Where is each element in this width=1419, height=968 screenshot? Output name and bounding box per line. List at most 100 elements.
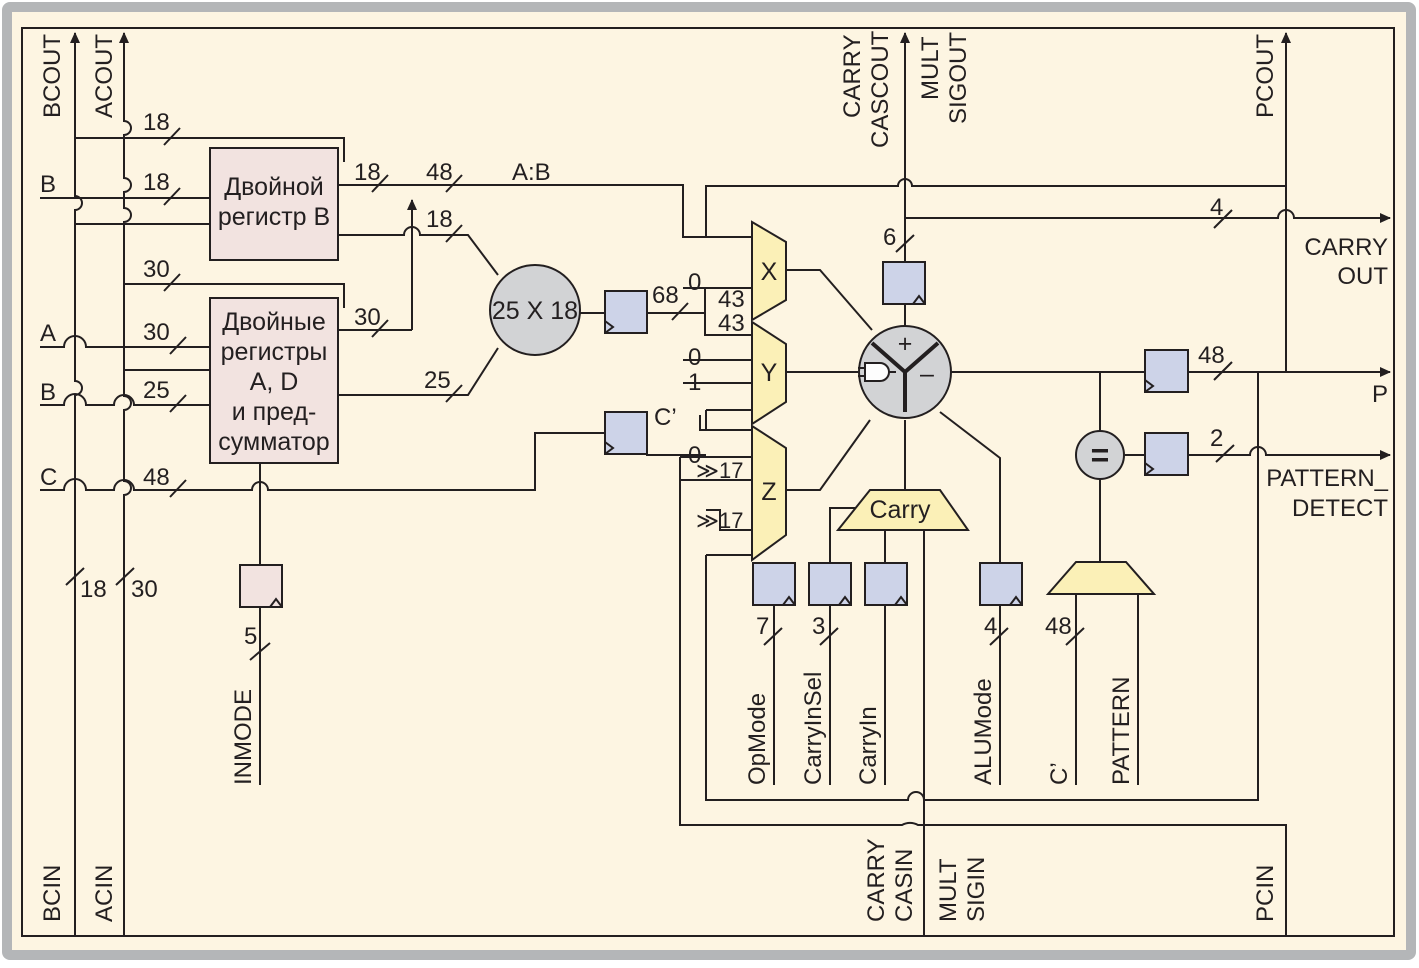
bcout-label: BCOUT <box>39 34 66 118</box>
acout-label: ACOUT <box>91 34 118 118</box>
pattern-detect-label-1: PATTERN_ <box>1266 465 1388 492</box>
multsigin-label-1: MULT <box>935 858 962 922</box>
reg-b-line1: Двойной <box>224 173 323 201</box>
carryinsel-label: CarryInSel <box>800 672 827 785</box>
register-b: Двойной регистр B <box>209 147 339 261</box>
p-output-label: P <box>1372 381 1388 408</box>
register-carryinsel <box>808 562 852 606</box>
input-b2-label: B <box>40 379 56 406</box>
bcin-label: BCIN <box>39 865 66 922</box>
bus-width-slashes <box>65 127 1235 661</box>
carrycascout-label-1: CARRY <box>839 34 866 118</box>
width-regb-mul: 18 <box>426 206 453 233</box>
multsigout-label-2: SIGOUT <box>945 32 972 124</box>
width-bcin: 18 <box>80 576 107 603</box>
carrycasin-label-1: CARRY <box>863 838 890 922</box>
alumode-label: ALUMode <box>970 678 997 785</box>
width-opmode: 7 <box>756 613 769 640</box>
wires <box>40 32 1391 935</box>
carrycasin-label-2: CASIN <box>891 849 918 922</box>
z-shift-2: ≫17 <box>696 508 744 533</box>
width-cprime-pattern: 48 <box>1045 613 1072 640</box>
reg-ad-line2: регистры <box>221 338 328 366</box>
width-acout: 30 <box>143 256 170 283</box>
ab-label: A:B <box>512 159 551 186</box>
cprime-input-label: C’ <box>1046 762 1073 785</box>
width-b2: 25 <box>143 377 170 404</box>
inmode-label: INMODE <box>230 689 257 785</box>
width-pattern-detect: 2 <box>1210 425 1223 452</box>
and-gate-icon <box>858 362 896 382</box>
x-in-0: 0 <box>688 269 701 296</box>
width-c: 48 <box>143 464 170 491</box>
reg-b-line2: регистр B <box>218 203 330 231</box>
input-c-label: C <box>40 464 57 491</box>
cprime-label: C’ <box>654 404 677 431</box>
pattern-equal-label: = <box>1091 437 1110 473</box>
carryin-label: CarryIn <box>855 706 882 785</box>
width-acin: 30 <box>131 576 158 603</box>
width-b: 18 <box>143 169 170 196</box>
y-in-1: 1 <box>688 369 701 396</box>
register-m <box>604 290 648 334</box>
width-p: 48 <box>1198 342 1225 369</box>
opmode-label: OpMode <box>744 693 771 785</box>
reg-ad-line3: A, D <box>250 368 299 396</box>
width-regb-out: 18 <box>354 159 381 186</box>
port-labels: BCOUT ACOUT CARRY CASCOUT MULT SIGOUT PC… <box>39 30 1389 922</box>
multsigout-label-1: MULT <box>917 36 944 100</box>
reg-ad-line5: сумматор <box>218 428 329 456</box>
multsigin-label-2: SIGIN <box>963 857 990 922</box>
mux-y-label: Y <box>761 359 778 387</box>
carry-mux-label: Carry <box>869 496 931 524</box>
alu: + – <box>858 325 952 419</box>
x-in-43b: 43 <box>718 310 745 337</box>
carryout-label-1: CARRY <box>1304 234 1388 261</box>
register-pattern-detect <box>1144 432 1189 476</box>
multiplier: 25 X 18 <box>489 264 581 356</box>
bus-width-labels: 18 18 18 48 A:B 18 30 30 30 25 25 48 68 … <box>80 109 1225 650</box>
pattern-input-label: PATTERN <box>1108 677 1135 785</box>
mux-x: X <box>751 220 787 322</box>
carry-mux: Carry <box>835 489 970 531</box>
slice-border <box>21 27 1395 937</box>
mux-z: Z <box>751 424 787 562</box>
register-carrycasc <box>882 261 926 305</box>
pattern-detect-label-2: DETECT <box>1292 495 1388 522</box>
z-shift-1: ≫17 <box>696 458 744 483</box>
width-mul-68: 68 <box>652 282 679 309</box>
width-carryout: 4 <box>1210 194 1223 221</box>
input-a-label: A <box>40 320 56 347</box>
alu-plus: + <box>898 330 913 358</box>
input-b-label: B <box>40 171 56 198</box>
z-in-0: 0 <box>688 442 701 469</box>
width-bcout: 18 <box>143 109 170 136</box>
register-inmode <box>239 564 283 608</box>
width-rega-out: 30 <box>354 304 381 331</box>
width-mul-25: 25 <box>424 367 451 394</box>
reg-ad-line4: и пред- <box>232 398 317 426</box>
width-carrycasc: 6 <box>883 224 896 251</box>
y-in-0: 0 <box>688 344 701 371</box>
acin-label: ACIN <box>91 865 118 922</box>
pattern-comparator: = <box>1075 430 1125 480</box>
register-opmode <box>752 562 796 606</box>
pattern-mux <box>1045 561 1157 595</box>
register-alumode <box>979 562 1023 606</box>
width-alumode: 4 <box>984 613 997 640</box>
register-ad-preadder: Двойные регистры A, D и пред- сумматор <box>209 297 339 464</box>
multiplier-label: 25 X 18 <box>492 297 578 325</box>
width-a: 30 <box>143 319 170 346</box>
mux-z-label: Z <box>761 478 776 506</box>
mux-y: Y <box>751 320 787 426</box>
alu-minus: – <box>920 360 934 388</box>
register-c <box>604 411 648 455</box>
reg-ad-line1: Двойные <box>222 308 325 336</box>
width-carryinsel: 3 <box>812 613 825 640</box>
width-inmode: 5 <box>244 623 257 650</box>
pipeline-registers <box>239 261 1189 608</box>
carryout-label-2: OUT <box>1337 263 1388 290</box>
width-ab: 48 <box>426 159 453 186</box>
x-in-43a: 43 <box>718 286 745 313</box>
